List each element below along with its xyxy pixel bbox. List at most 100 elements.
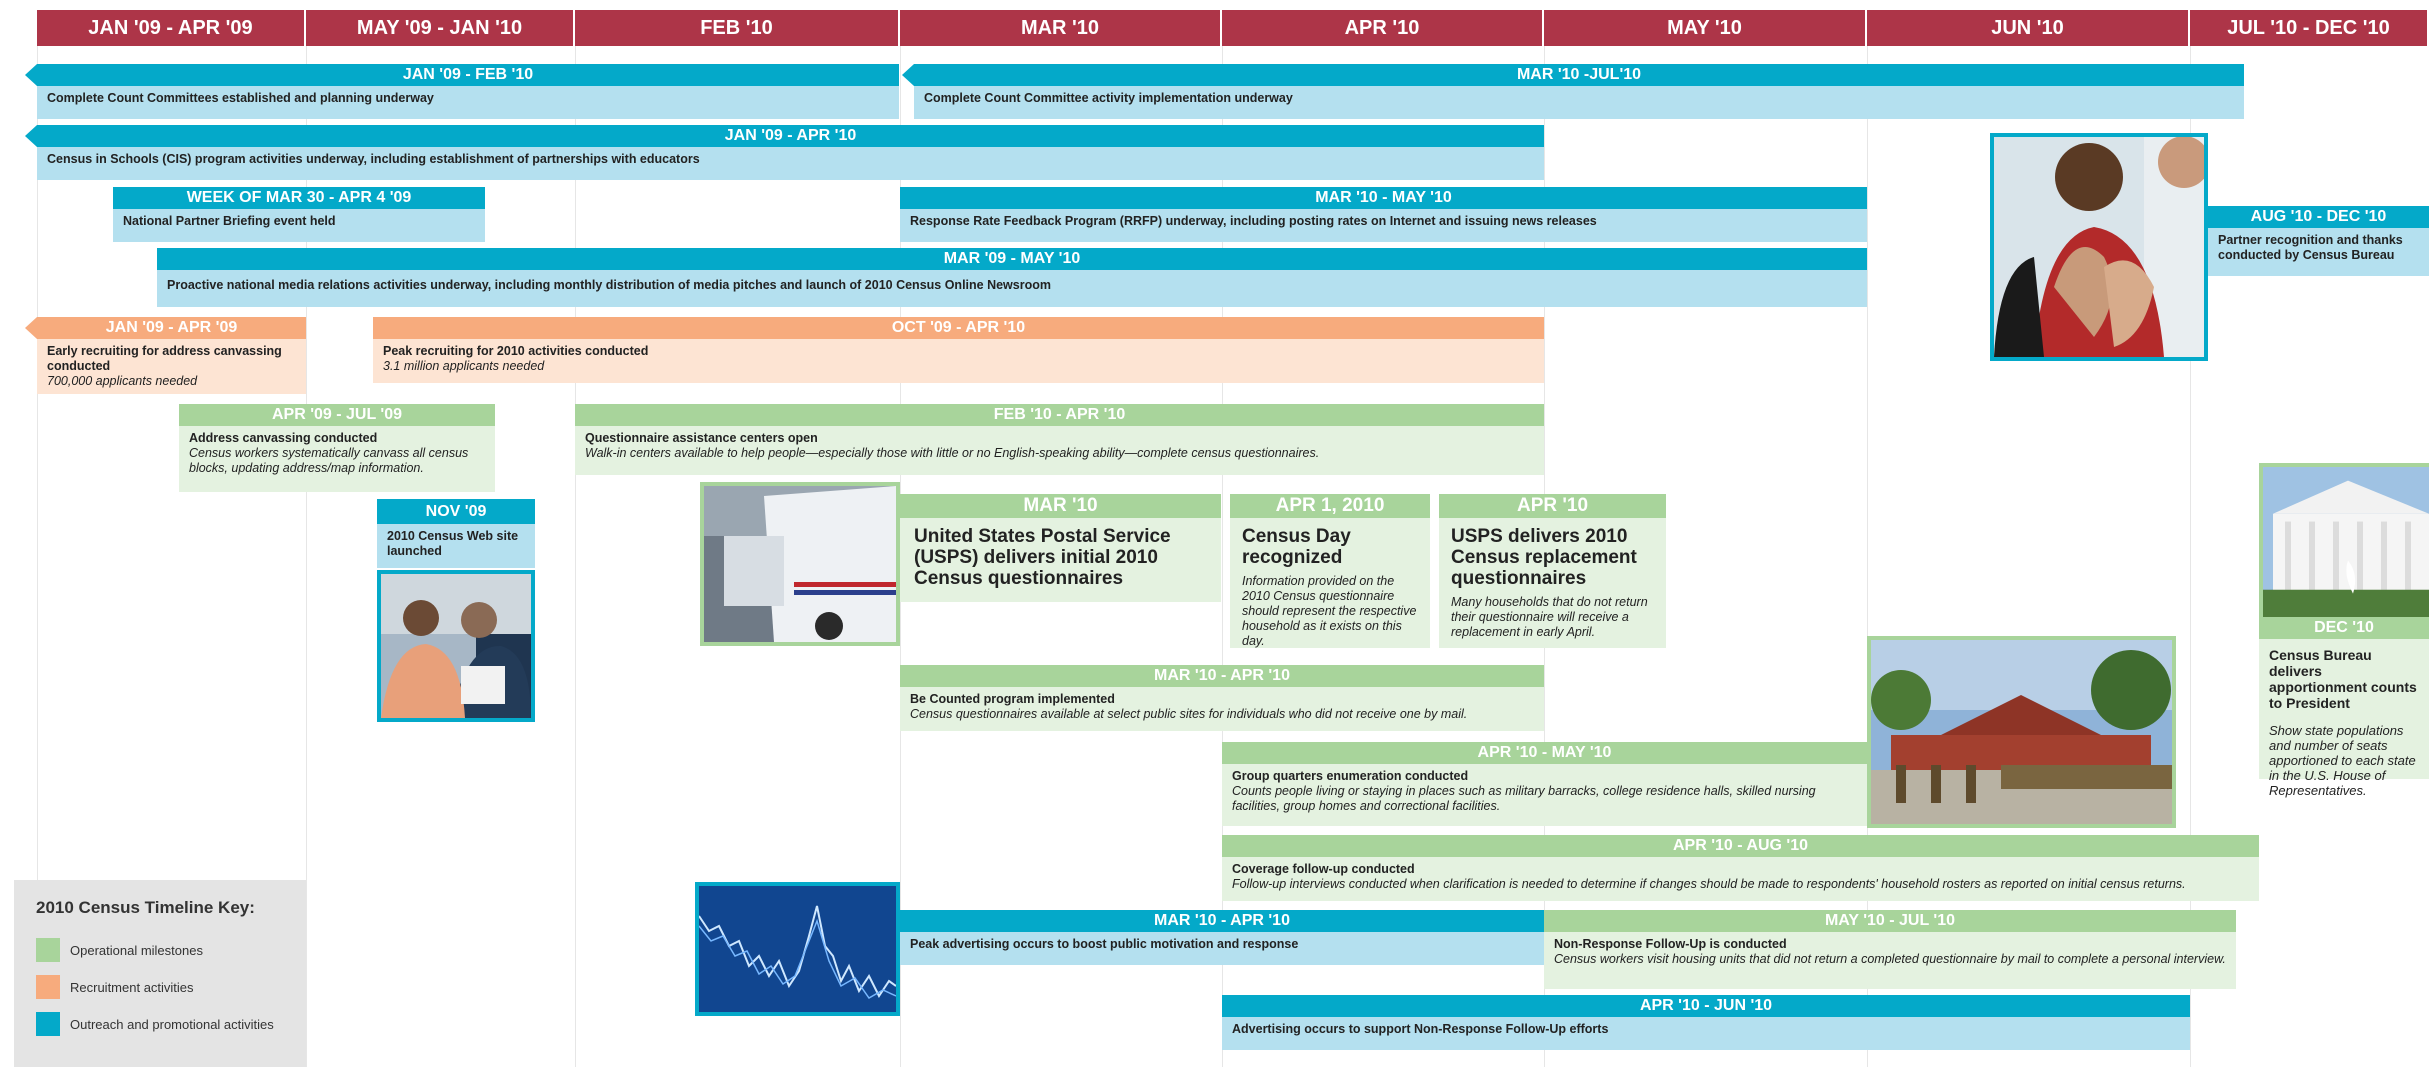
- bar-date: MAY '10 - JUL '10: [1544, 910, 2236, 932]
- grid-line: [2190, 46, 2191, 1067]
- bar-description: Follow-up interviews conducted when clar…: [1232, 877, 2186, 891]
- bar-title: Peak advertising occurs to boost public …: [910, 937, 1299, 951]
- partner-recognition-bar: AUG '10 - DEC '10 Partner recognition an…: [2208, 206, 2429, 276]
- bar-title: Complete Count Committee activity implem…: [924, 91, 1293, 105]
- bar-description: Many households that do not return their…: [1451, 595, 1648, 639]
- bar-date: WEEK OF MAR 30 - APR 4 '09: [113, 187, 485, 209]
- media-relations-bar: MAR '09 - MAY '10 Proactive national med…: [157, 248, 1867, 307]
- peak-advertising-bar: MAR '10 - APR '10 Peak advertising occur…: [900, 910, 1544, 965]
- bar-title: Complete Count Committees established an…: [47, 91, 434, 105]
- bar-date: APR '10: [1439, 494, 1666, 518]
- grid-line: [37, 46, 38, 1067]
- bar-title: National Partner Briefing event held: [123, 214, 336, 228]
- applause-photo: [1990, 133, 2208, 361]
- marines-photo: [1867, 636, 2176, 828]
- bar-title: Questionnaire assistance centers open: [585, 431, 818, 445]
- coverage-followup-bar: APR '10 - AUG '10 Coverage follow-up con…: [1222, 835, 2259, 901]
- rrfp-bar: MAR '10 - MAY '10 Response Rate Feedback…: [900, 187, 1867, 242]
- key-label: Outreach and promotional activities: [70, 1016, 274, 1032]
- key-label: Recruitment activities: [70, 979, 194, 995]
- group-quarters-bar: APR '10 - MAY '10 Group quarters enumera…: [1222, 742, 1867, 826]
- bar-title: Proactive national media relations activ…: [167, 278, 1051, 292]
- bar-title: Address canvassing conducted: [189, 431, 378, 445]
- white-house-photo: [2259, 463, 2429, 621]
- bar-description: Information provided on the 2010 Census …: [1242, 574, 1417, 648]
- grid-line: [306, 46, 307, 1067]
- key-title: 2010 Census Timeline Key:: [36, 898, 255, 917]
- bar-title: Non-Response Follow-Up is conducted: [1554, 937, 1787, 951]
- stock-chart-photo: [695, 882, 900, 1016]
- bar-title: Census in Schools (CIS) program activiti…: [47, 152, 700, 166]
- apportionment-counts-box: DEC '10 Census Bureau delivers apportion…: [2259, 617, 2429, 798]
- mail-truck-photo: [700, 482, 900, 646]
- bar-description: 700,000 applicants needed: [47, 374, 198, 388]
- bar-date: MAR '10 - MAY '10: [900, 187, 1867, 209]
- bar-description: Walk-in centers available to help people…: [585, 446, 1320, 460]
- bar-date: AUG '10 - DEC '10: [2208, 206, 2429, 228]
- bar-title: Be Counted program implemented: [910, 692, 1115, 706]
- be-counted-bar: MAR '10 - APR '10 Be Counted program imp…: [900, 665, 1544, 731]
- bar-date: OCT '09 - APR '10: [373, 317, 1544, 339]
- grid-line: [1222, 46, 1223, 1067]
- bar-date: APR '09 - JUL '09: [179, 404, 495, 426]
- ccc-implementation-bar: MAR '10 -JUL'10 Complete Count Committee…: [902, 64, 2244, 119]
- header-mar10: MAR '10: [900, 10, 1222, 46]
- timeline-key: 2010 Census Timeline Key: Operational mi…: [14, 880, 306, 1067]
- bar-description: Counts people living or staying in place…: [1232, 784, 1816, 813]
- grid-line: [575, 46, 576, 1067]
- bar-title: United States Postal Service (USPS) deli…: [914, 526, 1171, 589]
- bar-title: USPS delivers 2010 Census replacement qu…: [1451, 526, 1637, 589]
- bar-title: Peak recruiting for 2010 activities cond…: [383, 344, 649, 358]
- bar-date: MAR '10 - APR '10: [900, 665, 1544, 687]
- bar-title: Early recruiting for address canvassing …: [47, 344, 282, 373]
- bar-description: Census workers visit housing units that …: [1554, 952, 2226, 966]
- usps-replacement-box: APR '10 USPS delivers 2010 Census replac…: [1439, 494, 1666, 648]
- key-swatch: [36, 1012, 60, 1036]
- bar-description: 3.1 million applicants needed: [383, 359, 545, 373]
- website-launch-bar: NOV '09 2010 Census Web site launched: [377, 499, 535, 568]
- bar-date: DEC '10: [2259, 617, 2429, 639]
- bar-description: Show state populations and number of sea…: [2269, 723, 2416, 798]
- header-feb10: FEB '10: [575, 10, 900, 46]
- key-item-recruitment: Recruitment activities: [36, 975, 284, 999]
- bar-date: FEB '10 - APR '10: [575, 404, 1544, 426]
- bar-date: JAN '09 - APR '09: [25, 317, 306, 339]
- peak-recruiting-bar: OCT '09 - APR '10 Peak recruiting for 20…: [373, 317, 1544, 383]
- bar-date: MAR '10: [900, 494, 1221, 518]
- bar-title: Group quarters enumeration conducted: [1232, 769, 1469, 783]
- bar-title: Advertising occurs to support Non-Respon…: [1232, 1022, 1609, 1036]
- key-swatch: [36, 975, 60, 999]
- bar-title: Census Bureau delivers apportionment cou…: [2269, 647, 2417, 711]
- key-swatch: [36, 938, 60, 962]
- national-partner-briefing-bar: WEEK OF MAR 30 - APR 4 '09 National Part…: [113, 187, 485, 242]
- bar-title: Census Day recognized: [1242, 526, 1351, 568]
- bar-date: JAN '09 - FEB '10: [25, 64, 899, 86]
- header-may09-jan10: MAY '09 - JAN '10: [306, 10, 575, 46]
- bar-date: JAN '09 - APR '10: [25, 125, 1544, 147]
- bar-title: Response Rate Feedback Program (RRFP) un…: [910, 214, 1597, 228]
- bar-date: MAR '09 - MAY '10: [157, 248, 1867, 270]
- non-response-followup-bar: MAY '10 - JUL '10 Non-Response Follow-Up…: [1544, 910, 2236, 989]
- bar-date: APR '10 - JUN '10: [1222, 995, 2190, 1017]
- bar-date: MAR '10 - APR '10: [900, 910, 1544, 932]
- key-label: Operational milestones: [70, 942, 203, 958]
- header-jun10: JUN '10: [1867, 10, 2190, 46]
- usps-initial-questionnaires-box: MAR '10 United States Postal Service (US…: [900, 494, 1221, 602]
- ccc-planning-bar: JAN '09 - FEB '10 Complete Count Committ…: [25, 64, 899, 119]
- bar-description: Census questionnaires available at selec…: [910, 707, 1468, 721]
- address-canvassing-bar: APR '09 - JUL '09 Address canvassing con…: [179, 404, 495, 492]
- questionnaire-assistance-bar: FEB '10 - APR '10 Questionnaire assistan…: [575, 404, 1544, 475]
- key-item-outreach: Outreach and promotional activities: [36, 1012, 284, 1036]
- census-in-schools-bar: JAN '09 - APR '10 Census in Schools (CIS…: [25, 125, 1544, 180]
- bar-date: APR 1, 2010: [1230, 494, 1430, 518]
- bar-title: 2010 Census Web site launched: [387, 529, 519, 558]
- computer-users-photo: [377, 570, 535, 722]
- bar-date: APR '10 - MAY '10: [1222, 742, 1867, 764]
- bar-title: Coverage follow-up conducted: [1232, 862, 1415, 876]
- advertising-nrfu-bar: APR '10 - JUN '10 Advertising occurs to …: [1222, 995, 2190, 1050]
- key-item-operational: Operational milestones: [36, 938, 284, 962]
- early-recruiting-bar: JAN '09 - APR '09 Early recruiting for a…: [25, 317, 306, 394]
- header-jan09-apr09: JAN '09 - APR '09: [37, 10, 306, 46]
